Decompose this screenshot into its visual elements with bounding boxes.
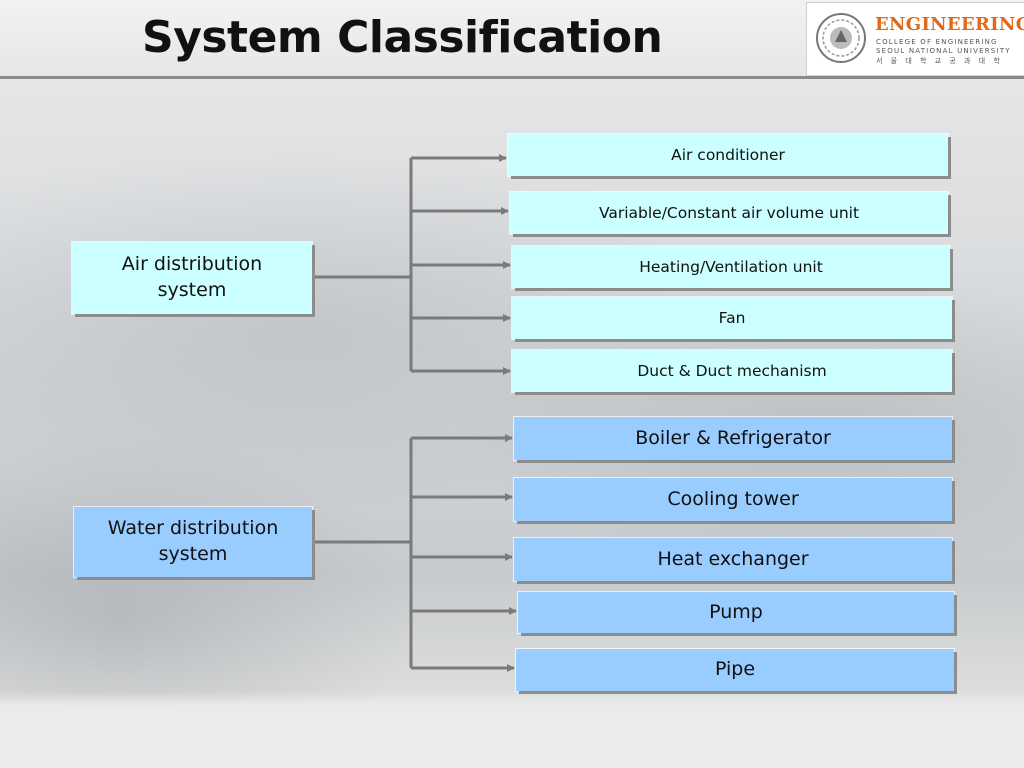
university-seal-icon (816, 13, 866, 63)
category-label: Water distribution system (107, 517, 279, 565)
component-label: Heat exchanger (657, 547, 809, 570)
water-distribution-system-box: Water distribution system (74, 507, 312, 577)
logo-wordmark: ENGINEERING (875, 14, 1024, 35)
component-label: Boiler & Refrigerator (635, 426, 831, 449)
component-box-fan: Fan (512, 297, 952, 339)
component-label: Pipe (714, 658, 756, 681)
component-box-air-volume-unit: Variable/Constant air volume unit (510, 192, 948, 234)
logo-college-line: COLLEGE OF ENGINEERING (876, 38, 998, 46)
component-label: Air conditioner (671, 145, 785, 164)
component-label: Heating/Ventilation unit (639, 257, 823, 276)
category-label: Air distribution system (121, 253, 263, 301)
component-box-air-conditioner: Air conditioner (508, 134, 948, 176)
component-box-cooling-tower: Cooling tower (514, 478, 952, 521)
logo-university-line: SEOUL NATIONAL UNIVERSITY (876, 47, 1011, 55)
snu-engineering-logo: ENGINEERING COLLEGE OF ENGINEERING SEOUL… (806, 2, 1024, 76)
header-divider (0, 76, 1024, 79)
component-label: Variable/Constant air volume unit (598, 203, 860, 222)
component-label: Cooling tower (667, 487, 799, 510)
component-box-duct: Duct & Duct mechanism (512, 350, 952, 392)
slide-title: System Classification (142, 12, 663, 63)
component-label: Pump (709, 600, 763, 623)
component-box-pipe: Pipe (516, 649, 954, 691)
component-label: Duct & Duct mechanism (637, 361, 827, 380)
air-distribution-system-box: Air distribution system (72, 242, 312, 314)
component-box-heating-ventilation-unit: Heating/Ventilation unit (512, 246, 950, 288)
component-box-heat-exchanger: Heat exchanger (514, 538, 952, 581)
component-label: Fan (718, 308, 746, 327)
component-box-pump: Pump (518, 592, 954, 633)
logo-korean-line: 서 울 대 학 교 공 과 대 학 (876, 57, 1003, 65)
component-box-boiler-refrigerator: Boiler & Refrigerator (514, 417, 952, 460)
